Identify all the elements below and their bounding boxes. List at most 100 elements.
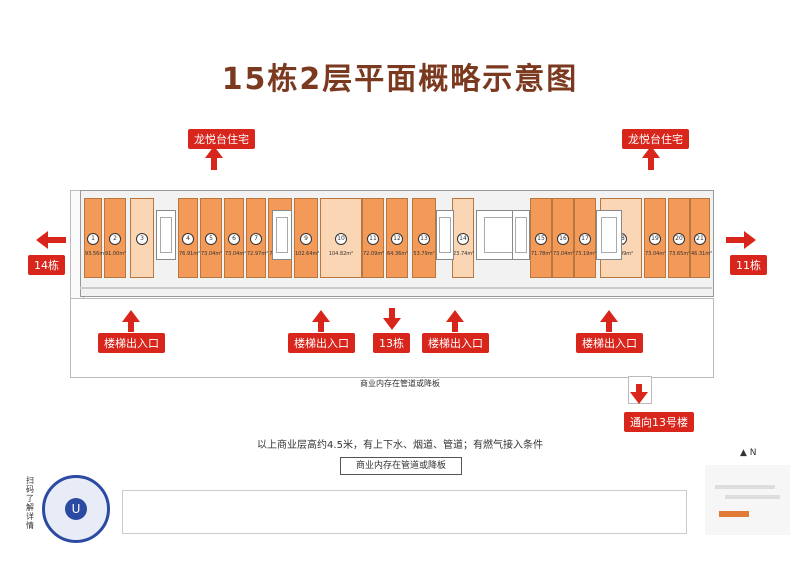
arrow-down-icon xyxy=(383,318,401,330)
arrow-stem xyxy=(128,322,134,332)
plaza-text: 商业内存在管道或降板 xyxy=(360,379,440,388)
unit-number: 6 xyxy=(228,233,240,245)
unit-16: 16 73.04m² xyxy=(552,198,574,278)
arrow-up-icon xyxy=(312,310,330,322)
unit-area: 73.65m² xyxy=(669,251,691,257)
unit-20: 20 73.65m² xyxy=(668,198,690,278)
label-right: 11栋 xyxy=(730,255,767,275)
unit-12: 12 64.36m² xyxy=(386,198,408,278)
unit-area: 93.56m² xyxy=(85,251,107,257)
unit-area: 91.00m² xyxy=(105,251,127,257)
logo-icon: U xyxy=(65,498,87,520)
unit-area: 73.04m² xyxy=(201,251,223,257)
unit-2: 2 91.00m² xyxy=(104,198,126,278)
unit-9: 9 102.64m² xyxy=(294,198,320,278)
unit-number: 17 xyxy=(579,233,591,245)
unit-area: 46.31m² xyxy=(691,251,713,257)
info-box: 商业内存在管道或降板 xyxy=(340,457,462,475)
arrow-stem xyxy=(318,322,324,332)
arrow-stem xyxy=(211,158,217,170)
highlight-building xyxy=(719,511,749,517)
compass-icon: ▲ xyxy=(740,448,747,458)
unit-10: 10 104.82m² xyxy=(320,198,362,278)
north-indicator: ▲ N xyxy=(740,448,757,458)
arrow-up-icon xyxy=(642,146,660,158)
arrow-stem xyxy=(648,158,654,170)
unit-area: 73.19m² xyxy=(575,251,597,257)
unit-number: 13 xyxy=(418,233,430,245)
unit-5: 5 73.04m² xyxy=(200,198,222,278)
arrow-down-icon xyxy=(630,392,648,404)
qr-text: 扫码了解详情 xyxy=(26,476,34,530)
arrow-stem xyxy=(606,322,612,332)
label-stair-3: 楼梯出入口 xyxy=(422,333,489,353)
unit-number: 7 xyxy=(250,233,262,245)
stairwell xyxy=(596,210,622,260)
unit-number: 19 xyxy=(649,233,661,245)
arrow-stem xyxy=(452,322,458,332)
info-line: 以上商业层高约4.5米，有上下水、烟道、管道；有燃气接入条件 xyxy=(257,440,543,451)
qr-code[interactable]: U xyxy=(42,475,110,543)
label-stair-2: 楼梯出入口 xyxy=(288,333,355,353)
corridor xyxy=(80,287,712,289)
unit-19: 19 73.04m² xyxy=(644,198,666,278)
arrow-up-icon xyxy=(205,146,223,158)
unit-1: 1 93.56m² xyxy=(84,198,107,278)
label-stair-1: 楼梯出入口 xyxy=(98,333,165,353)
label-top-right: 龙悦台住宅 xyxy=(622,129,689,149)
unit-3: 3 xyxy=(130,198,154,278)
unit-number: 20 xyxy=(673,233,685,245)
map-road xyxy=(725,495,780,499)
unit-14: 14 23.74m² xyxy=(452,198,474,278)
stairwell xyxy=(512,210,530,260)
label-center: 13栋 xyxy=(373,333,410,353)
unit-number: 11 xyxy=(367,233,379,245)
unit-area: 76.91m² xyxy=(179,251,201,257)
unit-area: 73.04m² xyxy=(225,251,247,257)
unit-area: 71.78m² xyxy=(531,251,553,257)
unit-area: 73.04m² xyxy=(645,251,667,257)
arrow-up-icon xyxy=(600,310,618,322)
arrow-right-icon xyxy=(744,231,756,249)
label-to13: 通向13号楼 xyxy=(624,412,694,432)
unit-number: 4 xyxy=(182,233,194,245)
unit-number: 5 xyxy=(205,233,217,245)
unit-number: 21 xyxy=(694,233,706,245)
unit-area: 23.74m² xyxy=(453,251,475,257)
stairwell xyxy=(156,210,176,260)
unit-area: 53.79m² xyxy=(413,251,435,257)
unit-number: 12 xyxy=(391,233,403,245)
unit-number: 10 xyxy=(335,233,347,245)
unit-17: 17 73.19m² xyxy=(574,198,596,278)
unit-area: 72.97m² xyxy=(247,251,269,257)
stairwell xyxy=(436,210,454,260)
arrow-stem xyxy=(726,237,744,243)
label-left: 14栋 xyxy=(28,255,65,275)
unit-area: 64.36m² xyxy=(387,251,409,257)
unit-number: 1 xyxy=(87,233,99,245)
unit-number: 14 xyxy=(457,233,469,245)
unit-number: 3 xyxy=(136,233,148,245)
unit-13: 13 53.79m² xyxy=(412,198,436,278)
unit-area: 104.82m² xyxy=(328,251,354,257)
arrow-stem xyxy=(389,308,395,318)
label-stair-4: 楼梯出入口 xyxy=(576,333,643,353)
site-mini-map xyxy=(705,465,790,535)
unit-21: 21 46.31m² xyxy=(690,198,713,278)
unit-area: 73.04m² xyxy=(553,251,575,257)
unit-number: 9 xyxy=(300,233,312,245)
label-top-left: 龙悦台住宅 xyxy=(188,129,255,149)
unit-area: 102.64m² xyxy=(295,251,320,257)
stairwell xyxy=(272,210,292,260)
unit-number: 16 xyxy=(557,233,569,245)
unit-7: 7 72.97m² xyxy=(246,198,269,278)
arrow-left-icon xyxy=(36,231,48,249)
arrow-up-icon xyxy=(446,310,464,322)
map-road xyxy=(715,485,775,489)
arrow-stem xyxy=(636,384,642,392)
unit-number: 2 xyxy=(109,233,121,245)
arrow-up-icon xyxy=(122,310,140,322)
unit-area: 72.09m² xyxy=(363,251,385,257)
page-title: 15栋2层平面概略示意图 xyxy=(221,62,579,97)
